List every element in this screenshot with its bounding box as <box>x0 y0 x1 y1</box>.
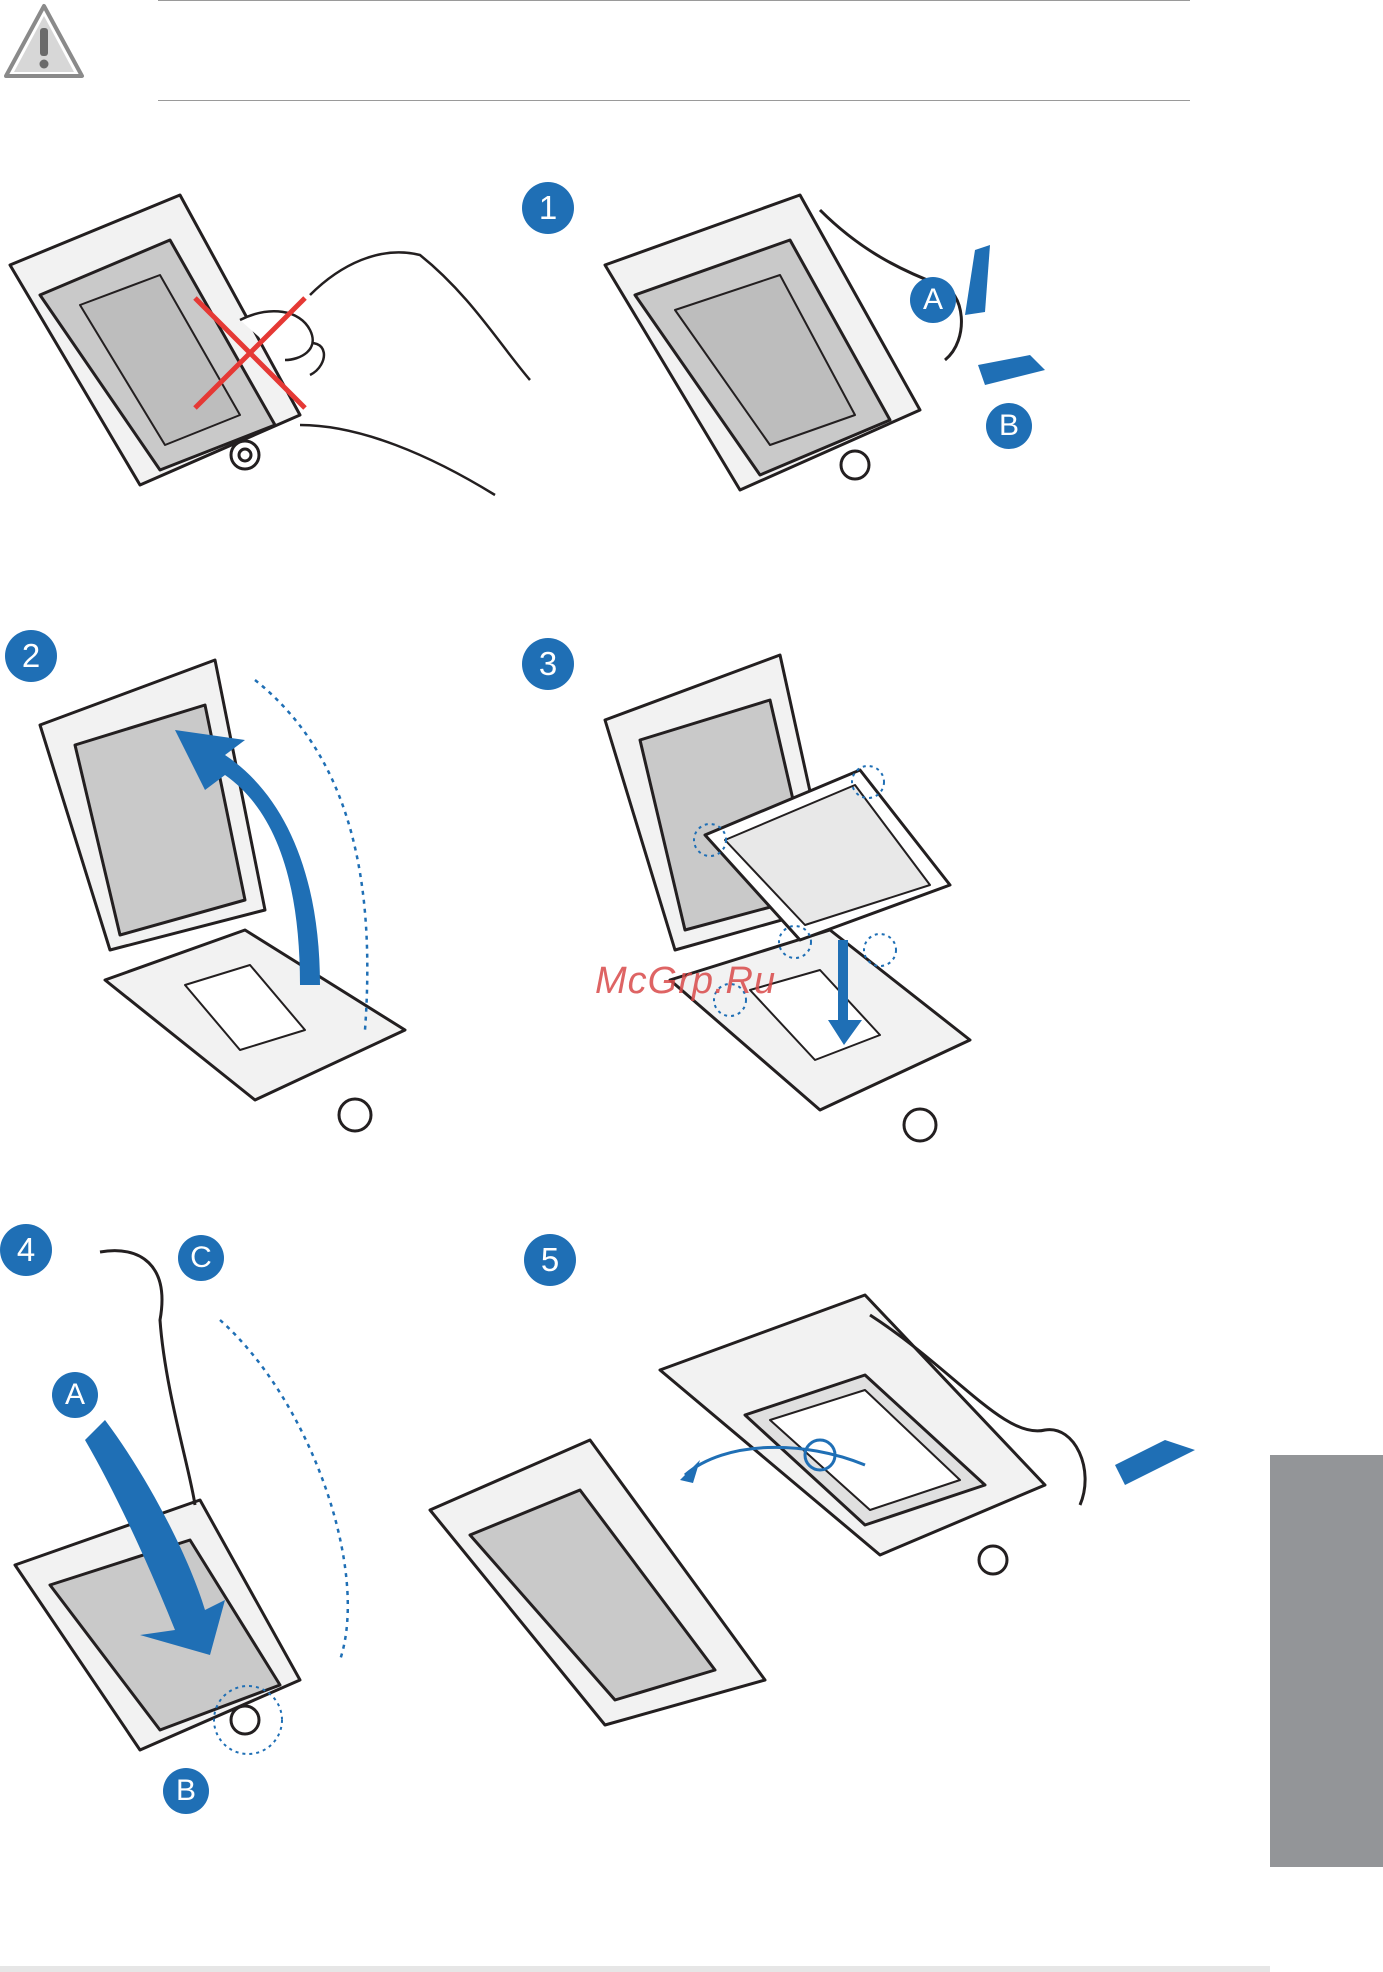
socket-step-3-illustration <box>600 620 1030 1140</box>
step-1-label-b: B <box>986 403 1032 449</box>
chapter-side-tab <box>1270 1455 1383 1867</box>
watermark-text: McGrp.Ru <box>595 960 776 1003</box>
socket-step-1-illustration <box>600 190 1050 510</box>
step-1-label-a: A <box>910 277 956 323</box>
step-3-badge: 3 <box>522 638 574 690</box>
socket-step-4-illustration <box>10 1240 370 1800</box>
socket-step-5-illustration <box>425 1270 1205 1730</box>
socket-do-not-touch-illustration <box>0 185 540 515</box>
header-top-rule <box>158 0 1190 1</box>
header-bottom-rule <box>158 100 1190 101</box>
warning-triangle-icon <box>2 2 86 82</box>
step-1-badge: 1 <box>522 182 574 234</box>
page-footer-bar <box>0 1966 1270 1972</box>
socket-step-2-illustration <box>35 630 435 1140</box>
